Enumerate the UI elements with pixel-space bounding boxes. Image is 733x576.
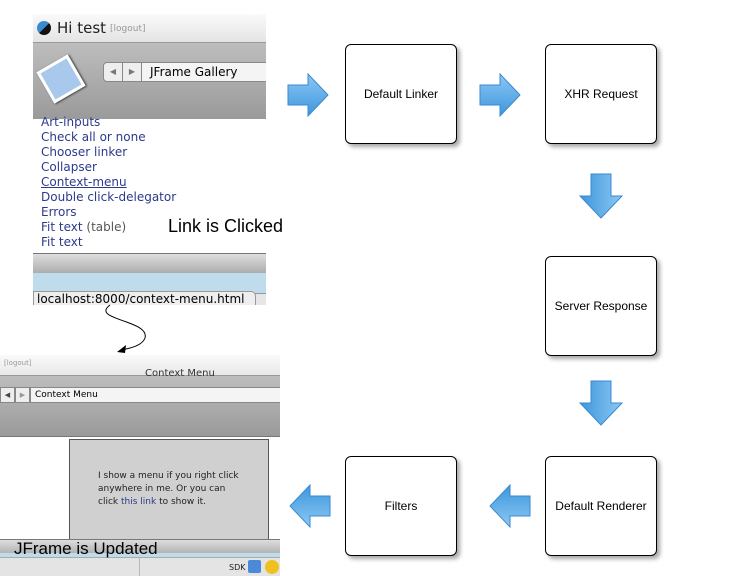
node-server-response: Server Response: [545, 256, 657, 356]
sdk-label[interactable]: SDK: [229, 563, 246, 572]
forward-button[interactable]: ▶: [122, 62, 142, 82]
arrow-down-1: [578, 173, 624, 219]
logout-link[interactable]: [logout]: [4, 359, 32, 367]
location-bar[interactable]: Context Menu: [30, 387, 280, 403]
node-xhr-request: XHR Request: [545, 44, 657, 144]
location-bar[interactable]: JFrame Gallery: [141, 62, 266, 82]
window-title: Context Menu: [145, 368, 215, 379]
demo-link[interactable]: this link: [120, 497, 157, 507]
link-suffix: (table): [86, 220, 127, 234]
arrow-left-1: [489, 483, 531, 529]
context-menu-demo-box[interactable]: I show a menu if you right click anywher…: [69, 439, 269, 541]
link-errors[interactable]: Errors: [41, 205, 77, 219]
arrow-right-2: [479, 72, 521, 118]
logout-link[interactable]: [logout]: [110, 24, 146, 34]
arrow-right-1: [287, 72, 329, 118]
demo-text-end: to show it.: [159, 497, 206, 507]
link-context-menu[interactable]: Context-menu: [41, 175, 127, 189]
demo-text: I show a menu if you right click anywher…: [98, 471, 239, 507]
back-button[interactable]: ◀: [0, 387, 15, 403]
chat-icon[interactable]: [265, 560, 279, 574]
caption-link-clicked: Link is Clicked: [168, 216, 284, 236]
curved-arrow: [105, 304, 146, 353]
link-art-inputs[interactable]: Art-inputs: [41, 115, 101, 129]
app-icon: [36, 54, 86, 104]
bottom-screenshot: [logout] Context Menu ◀ ▶ Context Menu I…: [0, 355, 280, 576]
link-double-click[interactable]: Double click-delegator: [41, 190, 177, 204]
arrow-left-2: [289, 483, 331, 529]
node-default-linker: Default Linker: [345, 44, 457, 144]
node-default-renderer: Default Renderer: [545, 456, 657, 556]
caption-jframe-updated: JFrame is Updated: [14, 539, 158, 558]
forward-button[interactable]: ▶: [15, 387, 30, 403]
greeting: Hi test: [57, 19, 107, 37]
link-check-all[interactable]: Check all or none: [41, 130, 146, 144]
link-collapser[interactable]: Collapser: [41, 160, 97, 174]
logo-icon: [37, 21, 51, 35]
top-screenshot: Hi test [logout] ◀ ▶ JFrame Gallery Art-…: [33, 14, 266, 305]
back-button[interactable]: ◀: [103, 62, 123, 82]
dock-app-icon[interactable]: [248, 560, 261, 573]
link-chooser-linker[interactable]: Chooser linker: [41, 145, 128, 159]
node-filters: Filters: [345, 456, 457, 556]
arrow-down-2: [578, 380, 624, 426]
link-label: Fit text: [41, 220, 83, 234]
link-fit-text[interactable]: Fit text: [41, 235, 83, 249]
link-fit-text-table[interactable]: Fit text (table): [41, 220, 176, 235]
gallery-link-list: Art-inputs Check all or none Chooser lin…: [41, 115, 176, 250]
status-url: localhost:8000/context-menu.html: [33, 291, 256, 305]
